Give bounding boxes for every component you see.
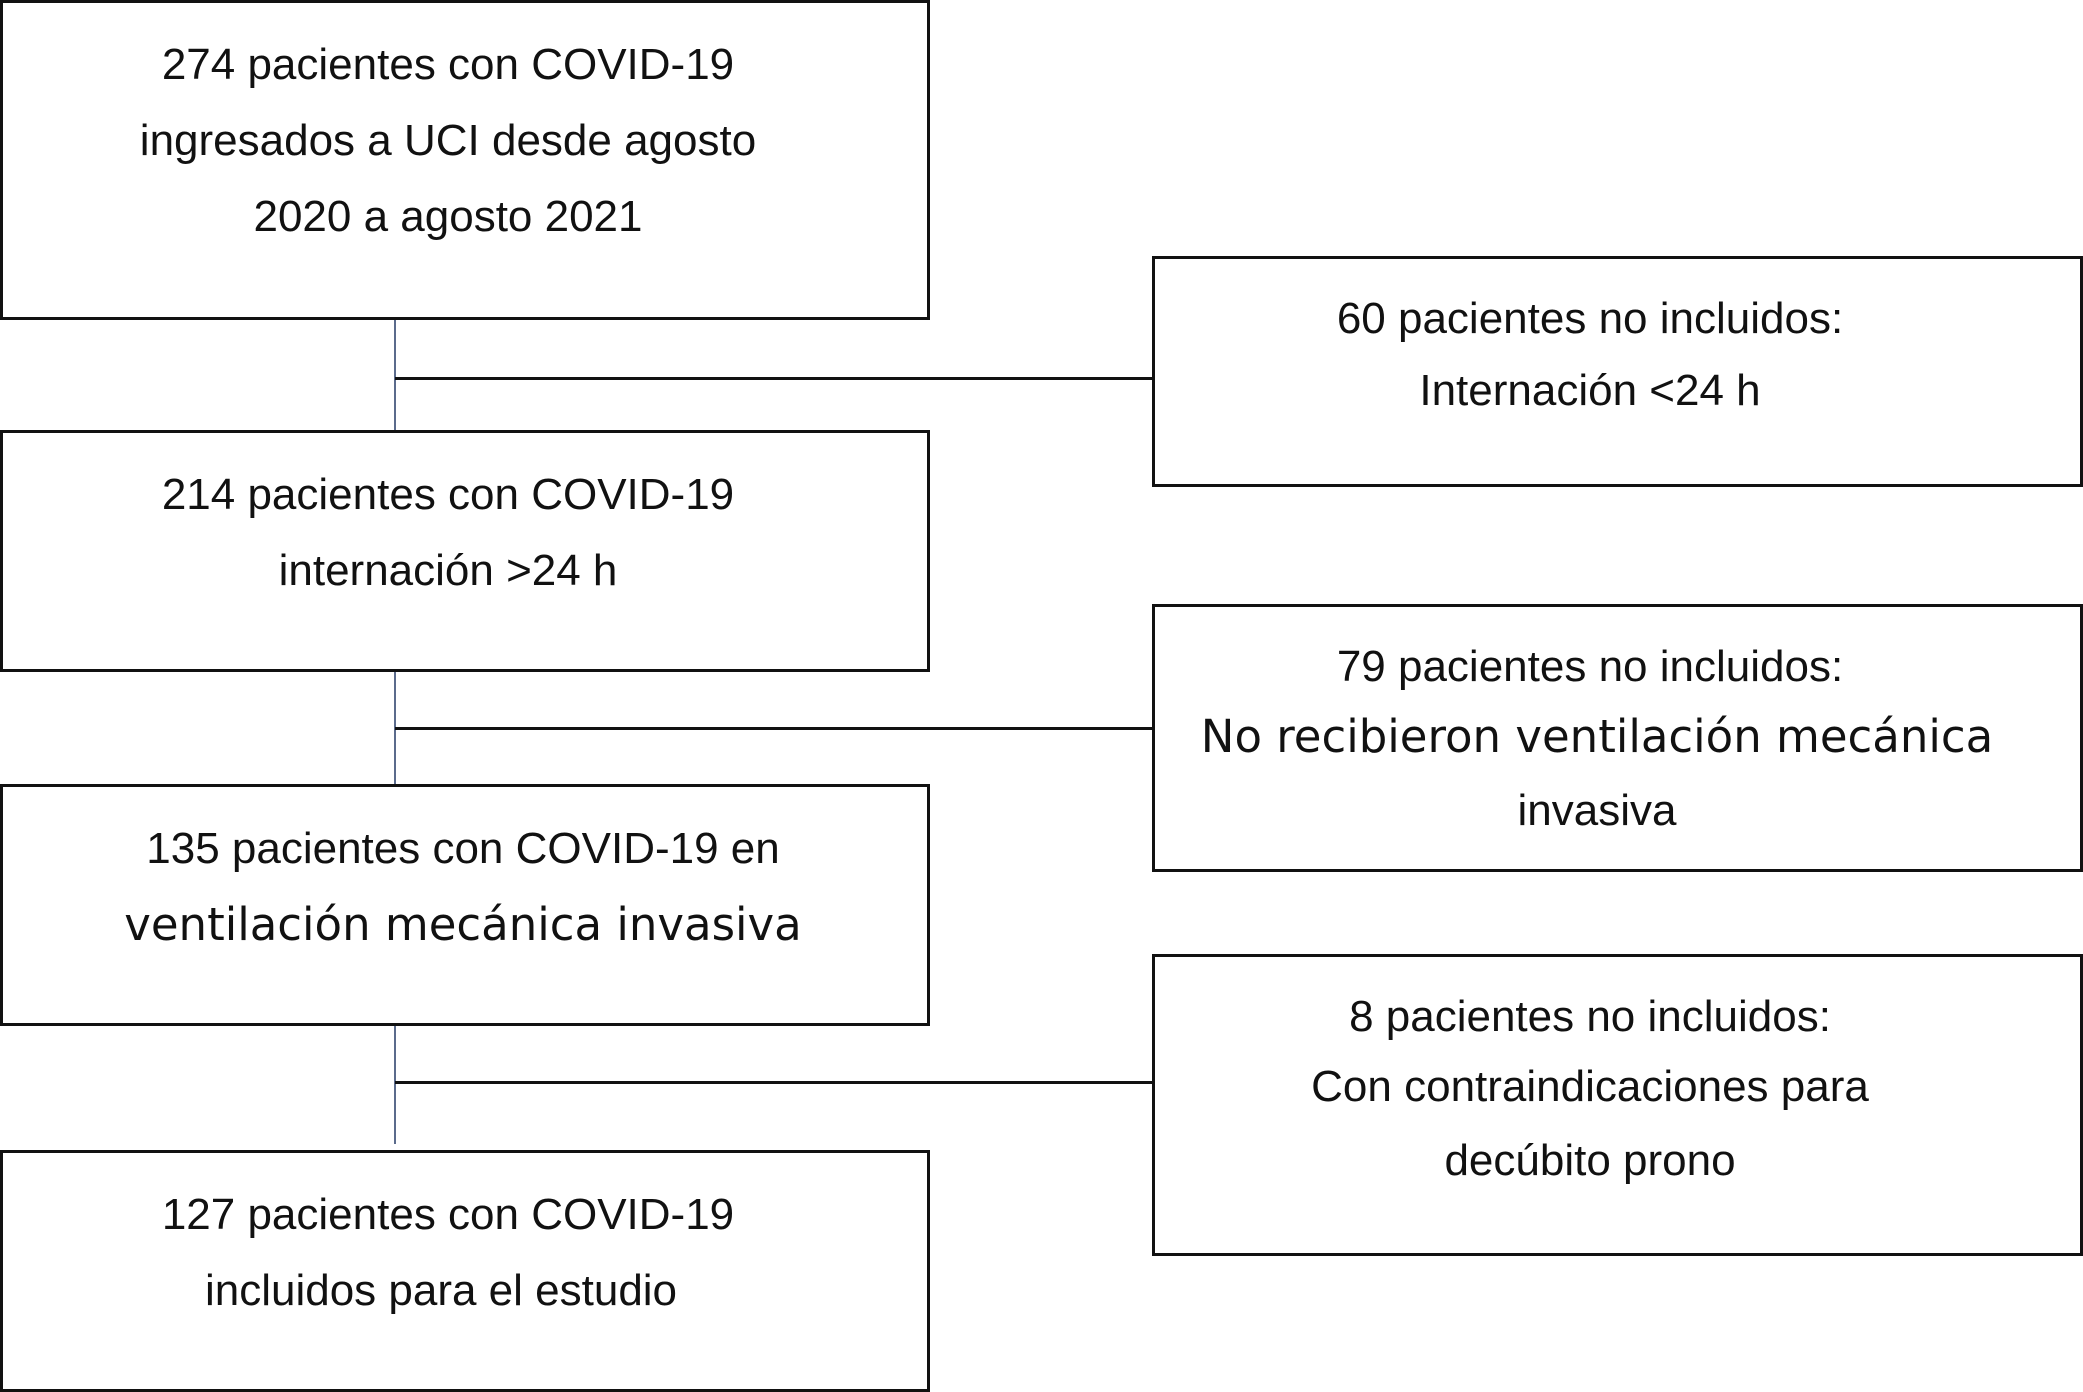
main-box-1-line-1: 274 pacientes con COVID-19 [161,40,735,89]
main-box-2-line-1: 214 pacientes con COVID-19 [161,470,735,519]
excluded-box-2-line-2: No recibieron ventilación mecánica [1200,710,1994,763]
main-box-4-line-1: 127 pacientes con COVID-19 [161,1190,735,1239]
excluded-box-3-line-2: Con contraindicaciones para [1311,1062,1869,1111]
main-box-3: 135 pacientes con COVID-19 en ventilació… [0,784,930,1026]
main-box-1: 274 pacientes con COVID-19 ingresados a … [0,0,930,320]
connector-vertical-3 [394,1026,396,1144]
connector-horizontal-2 [395,727,1153,730]
main-box-3-line-1: 135 pacientes con COVID-19 en [146,824,780,873]
excluded-box-2: 79 pacientes no incluidos: No recibieron… [1152,604,2083,872]
excluded-box-3-line-3: decúbito prono [1444,1136,1736,1185]
main-box-3-line-2: ventilación mecánica invasiva [124,898,802,951]
main-box-4: 127 pacientes con COVID-19 incluidos par… [0,1150,930,1392]
main-box-2-line-2: internación >24 h [278,546,618,595]
main-box-1-line-3: 2020 a agosto 2021 [253,192,643,241]
excluded-box-2-line-3: invasiva [1517,786,1677,835]
excluded-box-1-line-2: Internación <24 h [1419,366,1761,415]
main-box-1-line-2: ingresados a UCI desde agosto [139,116,757,165]
excluded-box-1: 60 pacientes no incluidos: Internación <… [1152,256,2083,487]
main-box-2: 214 pacientes con COVID-19 internación >… [0,430,930,672]
main-box-4-line-2: incluidos para el estudio [204,1266,678,1315]
connector-horizontal-3 [395,1081,1153,1084]
excluded-box-3-line-1: 8 pacientes no incluidos: [1349,992,1831,1041]
excluded-box-3: 8 pacientes no incluidos: Con contraindi… [1152,954,2083,1256]
excluded-box-1-line-1: 60 pacientes no incluidos: [1336,294,1844,343]
excluded-box-2-line-1: 79 pacientes no incluidos: [1336,642,1844,691]
connector-horizontal-1 [395,377,1153,380]
connector-vertical-1 [394,320,396,430]
